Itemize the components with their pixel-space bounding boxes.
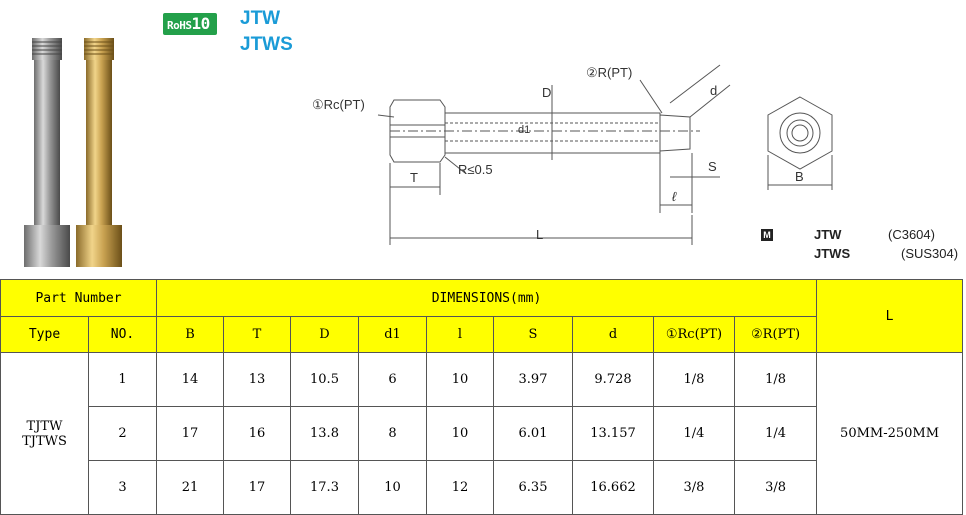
header-r: ②R(PT)	[733, 316, 818, 353]
row-no: 2	[88, 406, 157, 461]
dimensions-table: Part Number DIMENSIONS(mm) L Type NO. B …	[0, 279, 964, 515]
model-jtw: JTW	[240, 8, 281, 29]
header-T: T	[223, 316, 291, 353]
label-d1: d1	[518, 124, 530, 136]
cell-rc: 1/8	[653, 352, 735, 407]
cell-d1: 8	[358, 406, 427, 461]
technical-drawing: ①Rc(PT) ②R(PT) D d1 d R≤0.5 T S ℓ L	[312, 64, 731, 245]
cell-T: 17	[223, 460, 291, 515]
material-type-2: JTWS	[814, 246, 851, 261]
model-jtws: JTWS	[240, 34, 293, 55]
table-row: TJTW TJTWS 1 14 13 10.5 6 10 3.97 9.728 …	[0, 352, 964, 515]
header-type: Type	[0, 316, 89, 353]
header-no: NO.	[88, 316, 157, 353]
cell-T: 16	[223, 406, 291, 461]
header-part-number: Part Number	[0, 279, 157, 317]
cell-d: 13.157	[572, 406, 654, 461]
header-D: D	[290, 316, 359, 353]
type-value-1: TJTW	[26, 418, 63, 434]
cell-r: 3/8	[733, 460, 818, 515]
label-L: L	[536, 227, 543, 242]
material-value-2: (SUS304)	[901, 246, 959, 261]
cell-d: 9.728	[572, 352, 654, 407]
rohs-badge: RoHS10	[163, 13, 217, 35]
label-d: d	[710, 83, 717, 98]
table-row: 2 17 16 13.8 8 10 6.01 13.157 1/4 1/4	[1, 406, 963, 461]
table-row: 3 21 17 17.3 10 12 6.35 16.662 3/8 3/8	[1, 460, 963, 515]
cell-d: 16.662	[572, 460, 654, 515]
cell-l: 10	[426, 352, 494, 407]
header-rc: ①Rc(PT)	[653, 316, 735, 353]
label-B: B	[795, 169, 804, 184]
row-no: 3	[88, 460, 157, 515]
cell-B: 21	[156, 460, 224, 515]
cell-l: 10	[426, 406, 494, 461]
header-d: d	[572, 316, 654, 353]
cell-rc: 1/4	[653, 406, 735, 461]
header-S: S	[493, 316, 573, 353]
header-d1: d1	[358, 316, 427, 353]
cell-l: 12	[426, 460, 494, 515]
cell-S: 3.97	[493, 352, 573, 407]
cell-T: 13	[223, 352, 291, 407]
header-l: l	[426, 316, 494, 353]
header-L: L	[816, 279, 964, 353]
L-value-cell: 50MM-250MM	[816, 352, 964, 515]
cell-r: 1/4	[733, 406, 818, 461]
material-icon: M	[761, 229, 773, 241]
cell-d1: 6	[358, 352, 427, 407]
label-D: D	[542, 85, 551, 100]
cell-B: 17	[156, 406, 224, 461]
label-l: ℓ	[672, 189, 677, 204]
label-rc: ①Rc(PT)	[312, 97, 365, 112]
row-no: 1	[88, 352, 157, 407]
type-value-2: TJTWS	[22, 433, 67, 449]
type-cell: TJTW TJTWS	[0, 352, 89, 515]
cell-D: 17.3	[290, 460, 359, 515]
cell-S: 6.35	[493, 460, 573, 515]
product-photo	[24, 38, 122, 267]
cell-B: 14	[156, 352, 224, 407]
cell-rc: 3/8	[653, 460, 735, 515]
cell-D: 13.8	[290, 406, 359, 461]
label-S: S	[708, 159, 717, 174]
cell-r: 1/8	[733, 352, 818, 407]
label-T: T	[410, 170, 418, 185]
material-type-1: JTW	[814, 227, 842, 242]
header-B: B	[156, 316, 224, 353]
label-radius: R≤0.5	[458, 162, 493, 177]
cell-d1: 10	[358, 460, 427, 515]
header-dimensions: DIMENSIONS(mm)	[155, 279, 818, 317]
label-r: ②R(PT)	[586, 65, 632, 80]
cell-S: 6.01	[493, 406, 573, 461]
cell-D: 10.5	[290, 352, 359, 407]
product-header: RoHS10 JTW JTWS	[24, 8, 959, 267]
hex-end-view: B	[767, 96, 833, 190]
material-value-1: (C3604)	[888, 227, 935, 242]
